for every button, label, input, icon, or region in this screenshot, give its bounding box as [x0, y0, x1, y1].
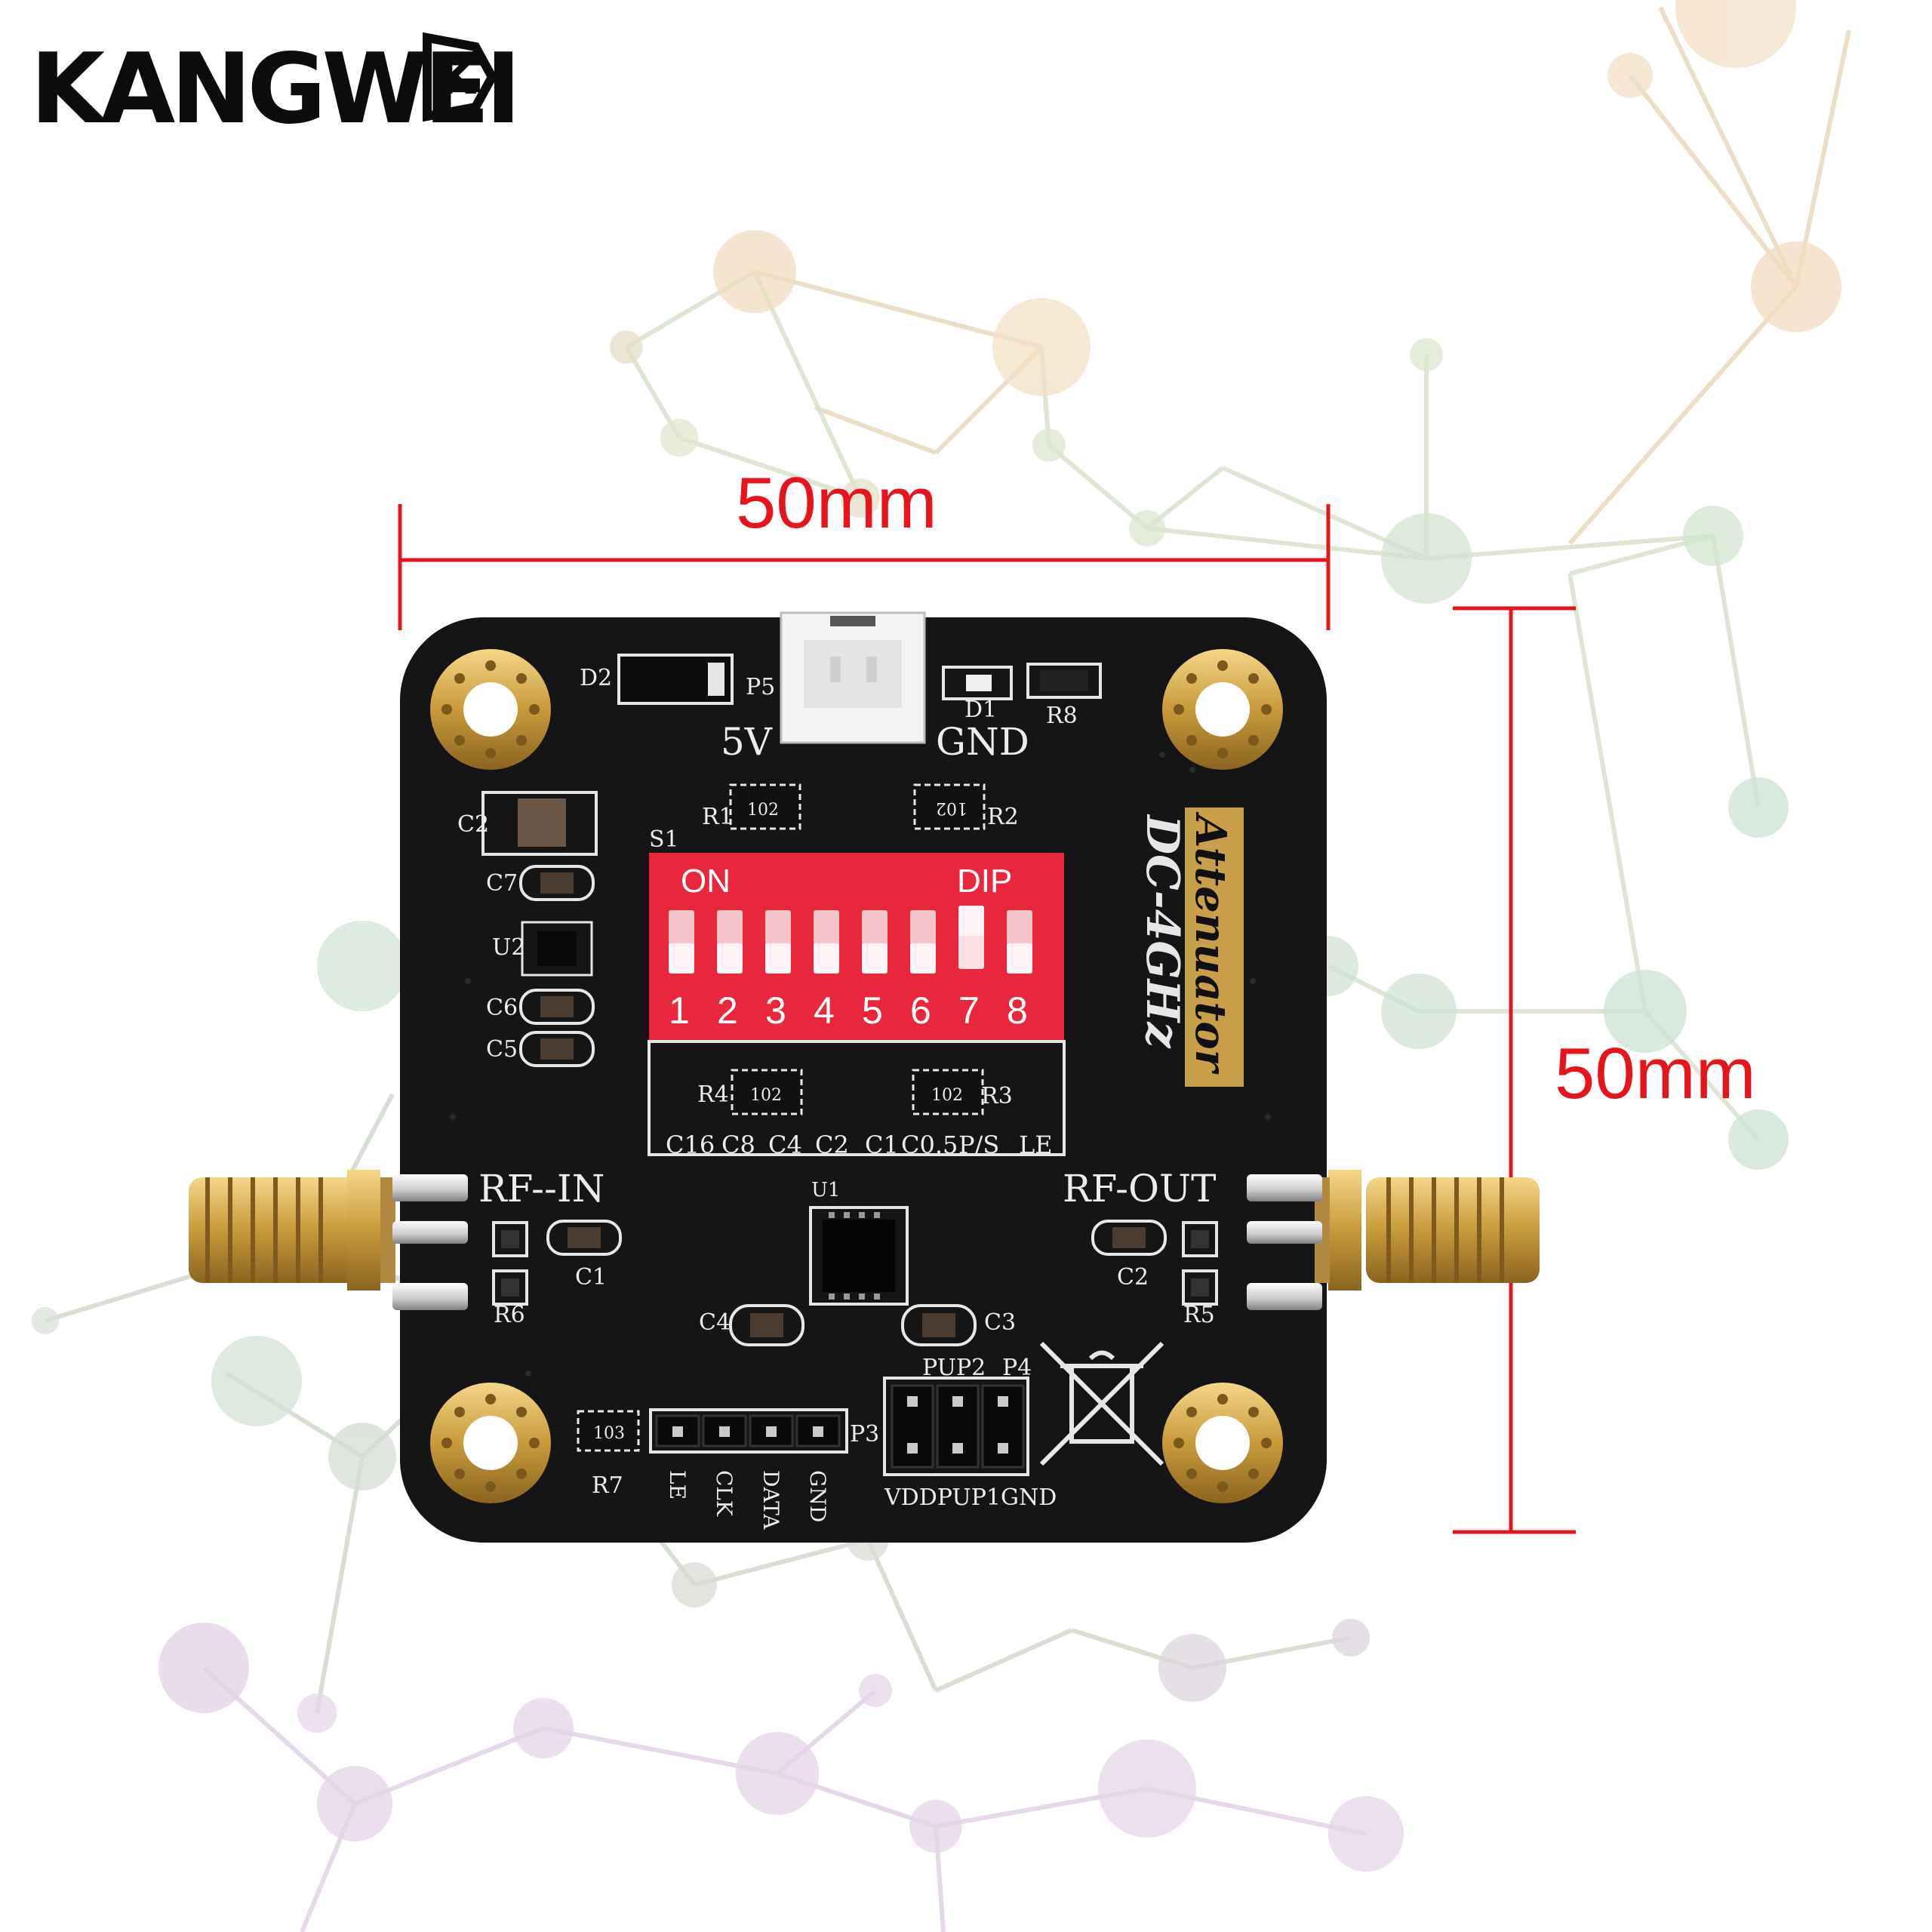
ref-r5: R5 — [1183, 1302, 1215, 1328]
resistor-network-r2 — [913, 783, 986, 830]
brand-logo: KANGWEI K — [30, 23, 513, 136]
header-p4 — [883, 1377, 1029, 1476]
dip-fn-6: C0.5 — [901, 1131, 958, 1159]
dip-num-7: 7 — [958, 989, 980, 1032]
ref-c2: C2 — [457, 811, 489, 838]
ref-r1: R1 — [702, 804, 734, 830]
resistor-network-r7 — [577, 1410, 640, 1452]
dip-fn-7: P/S — [958, 1131, 999, 1159]
ref-r3: R3 — [981, 1083, 1013, 1109]
ref-s1: S1 — [649, 826, 679, 853]
p3-pin-le: LE — [665, 1470, 690, 1500]
ref-c7: C7 — [486, 870, 518, 897]
svg-text:K: K — [439, 50, 477, 105]
mounting-holes — [430, 649, 1283, 1503]
ref-c4: C4 — [699, 1309, 731, 1336]
pcb-body — [400, 617, 1327, 1543]
ref-c2b: C2 — [1117, 1264, 1149, 1291]
label-rf-in: RF--IN — [478, 1167, 605, 1211]
p3-pin-data: DATA — [758, 1470, 783, 1530]
dip-num-4: 4 — [814, 989, 835, 1032]
ref-c5: C5 — [486, 1036, 518, 1063]
sma-connector-out — [1315, 1170, 1540, 1291]
board-title-line2: DC-4GHz — [1136, 814, 1189, 1049]
code-r7: 103 — [593, 1424, 625, 1443]
ref-c3: C3 — [984, 1309, 1016, 1336]
p3-pin-clk: CLK — [712, 1470, 737, 1517]
ref-c6: C6 — [486, 995, 518, 1021]
ref-d1: D1 — [964, 697, 997, 723]
ref-d2: D2 — [580, 665, 612, 691]
led-d1 — [942, 666, 1013, 700]
label-gnd: GND — [936, 720, 1029, 764]
dip-num-3: 3 — [765, 989, 786, 1032]
label-5v: 5V — [721, 720, 773, 764]
code-r2: 102 — [936, 798, 968, 817]
p3-pin-gnd: GND — [805, 1470, 830, 1522]
dip-label-dip: DIP — [957, 863, 1012, 900]
resistor-network-r1 — [729, 783, 801, 830]
dip-fn-3: C4 — [768, 1131, 802, 1159]
dip-fn-8: LE — [1019, 1131, 1053, 1159]
weee-bin-icon — [1039, 1341, 1164, 1466]
ref-u2: U2 — [492, 934, 525, 961]
width-dimension-label: 50mm — [736, 463, 937, 543]
label-p4-pins: VDDPUP1GND — [884, 1484, 1057, 1511]
resistor-network-r3 — [912, 1069, 984, 1115]
dip-fn-4: C2 — [815, 1131, 849, 1159]
ref-r4: R4 — [697, 1081, 729, 1108]
header-p3 — [649, 1408, 848, 1454]
label-pup2: PUP2 — [922, 1355, 986, 1381]
ref-r2: R2 — [987, 804, 1019, 830]
dip-num-5: 5 — [862, 989, 883, 1032]
label-rf-out: RF-OUT — [1063, 1167, 1216, 1211]
dip-num-6: 6 — [910, 989, 931, 1032]
ref-p5: P5 — [746, 674, 775, 700]
board-title-line1: Attenuator — [1186, 811, 1235, 1075]
ref-r8: R8 — [1046, 703, 1078, 729]
dip-fn-5: C1 — [865, 1131, 899, 1159]
ref-r6: R6 — [494, 1302, 525, 1328]
ref-p4: P4 — [1002, 1355, 1032, 1381]
ref-u1: U1 — [811, 1179, 840, 1201]
dip-fn-1: C16 — [666, 1131, 715, 1159]
code-r1: 102 — [747, 801, 779, 820]
dip-num-8: 8 — [1007, 989, 1028, 1032]
code-r3: 102 — [931, 1086, 963, 1105]
kangwei-logo-graphic: KANGWEI K — [30, 32, 513, 136]
resistor-network-r4 — [731, 1069, 803, 1115]
dip-label-on: ON — [681, 863, 731, 900]
dip-num-1: 1 — [669, 989, 690, 1032]
sma-connector-in — [189, 1170, 395, 1291]
ref-r7: R7 — [592, 1472, 623, 1499]
dip-fn-2: C8 — [721, 1131, 755, 1159]
resistor-r8 — [1026, 663, 1102, 699]
ref-p3: P3 — [850, 1421, 879, 1447]
dip-num-2: 2 — [717, 989, 738, 1032]
title-plate — [1185, 808, 1244, 1087]
height-dimension-label: 50mm — [1555, 1033, 1756, 1114]
code-r4: 102 — [750, 1086, 782, 1105]
ref-c1: C1 — [575, 1264, 607, 1291]
chip-u1 — [823, 1220, 895, 1292]
power-connector — [780, 611, 926, 744]
